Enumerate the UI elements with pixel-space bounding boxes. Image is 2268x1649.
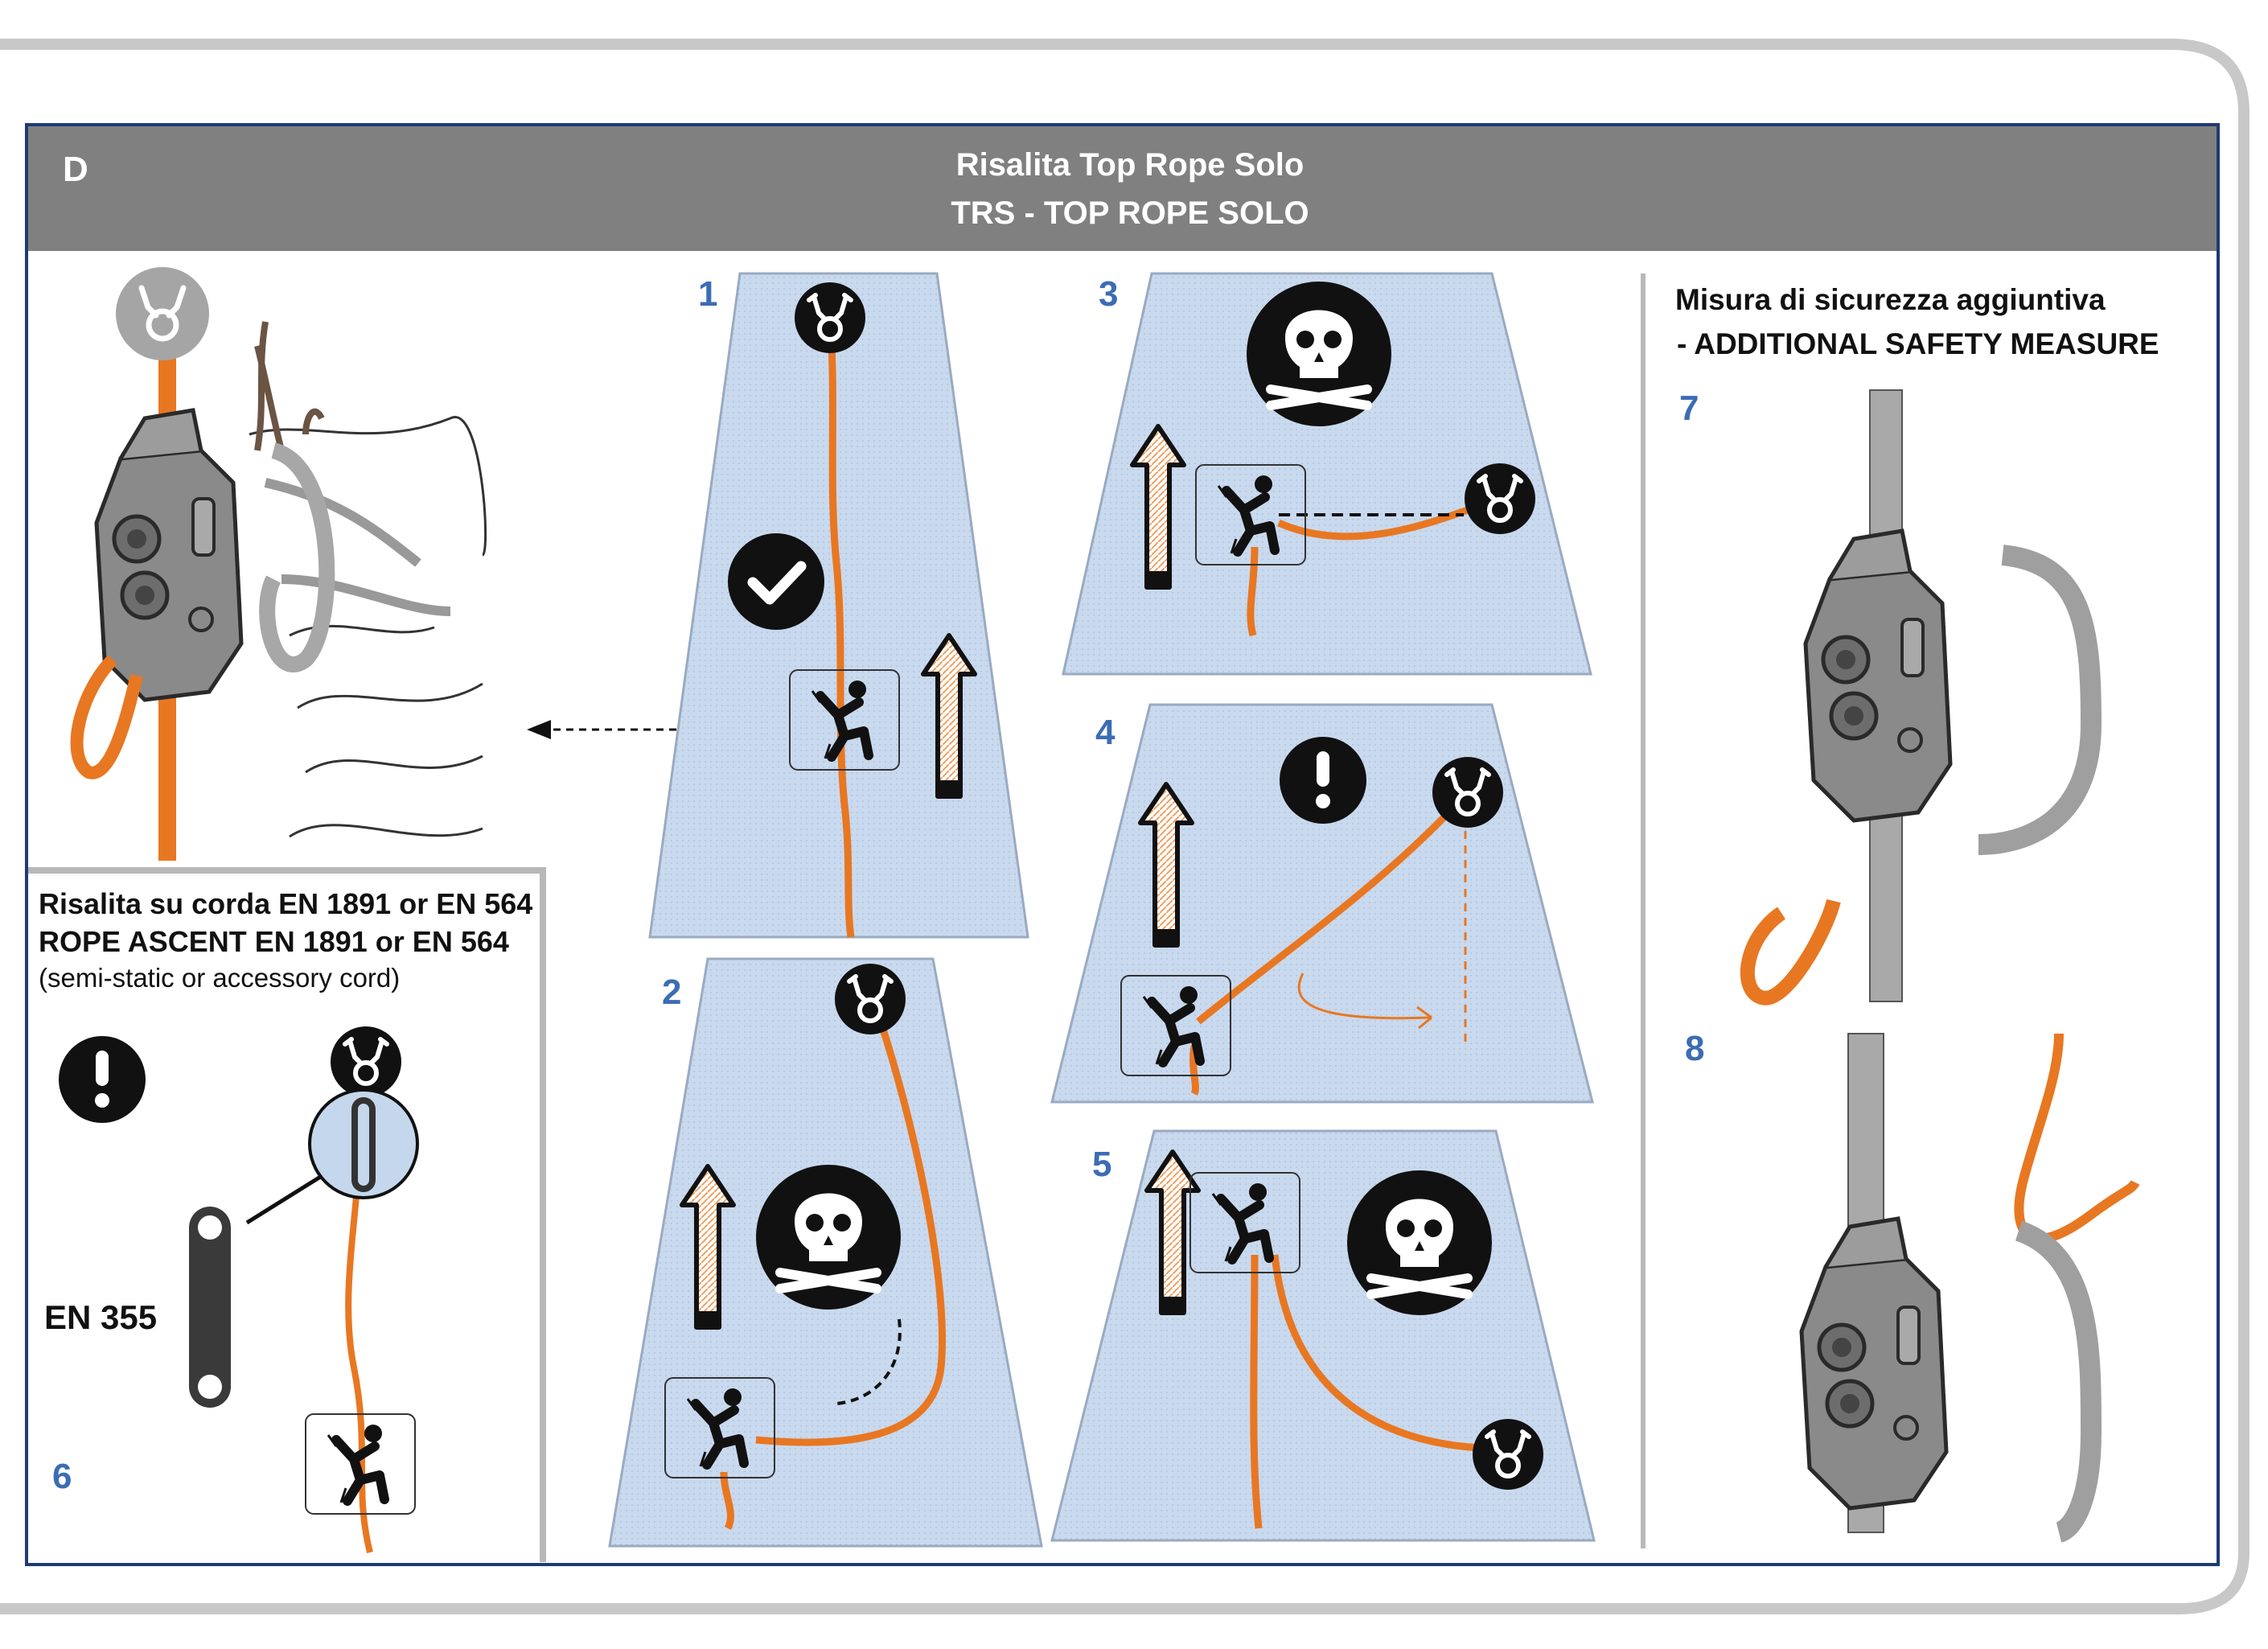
panel-2: 2 [608, 957, 1043, 1548]
anchor-icon [1473, 1419, 1543, 1490]
lanyard-zoom-circle [308, 1088, 419, 1199]
section-letter: D [63, 150, 88, 189]
rope-ascent-line3: (semi-static or accessory cord) [39, 963, 400, 993]
title-italian: Risalita Top Rope Solo [956, 147, 1305, 183]
panel-3: 3 [1062, 272, 1592, 676]
device-closeup [70, 267, 487, 861]
panel-number-1: 1 [698, 274, 717, 314]
panel-number-3: 3 [1099, 274, 1118, 314]
lanyard-label: EN 355 [44, 1298, 157, 1336]
header-bar [28, 126, 2217, 251]
safety-title-it: Misura di sicurezza aggiuntiva [1675, 283, 2106, 316]
skull-icon [1247, 282, 1391, 426]
panel-number-2: 2 [662, 973, 681, 1012]
lanyard-icon [189, 1207, 231, 1408]
anchor-icon [1432, 757, 1503, 828]
panel-1: 1 [648, 272, 1029, 939]
panel-number-7: 7 [1679, 389, 1699, 428]
anchor-icon [835, 964, 906, 1034]
skull-icon [1347, 1170, 1492, 1315]
warning-icon [59, 1036, 146, 1123]
rope-ascent-line1: Risalita su corda EN 1891 or EN 564 [39, 887, 532, 920]
rope-ascent-line2: ROPE ASCENT EN 1891 or EN 564 [39, 925, 509, 958]
panel-number-6: 6 [52, 1457, 72, 1496]
anchor-icon [795, 282, 865, 353]
outer-frame [0, 39, 2250, 1614]
panel-7: 7 [1679, 389, 2102, 1005]
panel-5: 5 [1050, 1129, 1596, 1542]
rope-ascent-box: Risalita su corda EN 1891 or EN 564 ROPE… [28, 867, 546, 1562]
panel-number-8: 8 [1685, 1029, 1704, 1068]
safety-title-en: - ADDITIONAL SAFETY MEASURE [1677, 327, 2159, 360]
panel-8: 8 [1685, 1029, 2140, 1543]
title-english: TRS - TOP ROPE SOLO [951, 195, 1309, 231]
anchor-icon [1465, 463, 1535, 534]
anchor-icon [331, 1026, 401, 1097]
check-icon [728, 533, 824, 630]
skull-icon [756, 1165, 901, 1310]
panel-4: 4 [1050, 703, 1594, 1104]
warning-icon [1280, 737, 1366, 824]
panel-number-5: 5 [1092, 1145, 1111, 1184]
panel-number-4: 4 [1095, 713, 1116, 752]
